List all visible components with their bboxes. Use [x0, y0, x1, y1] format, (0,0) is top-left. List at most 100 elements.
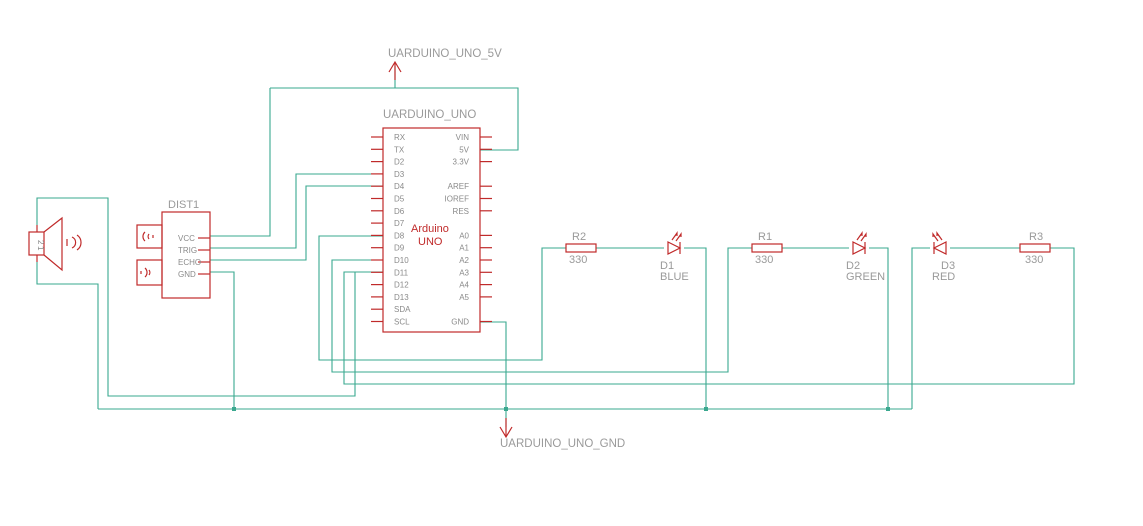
arduino-pin-label: A0: [459, 231, 469, 240]
resistor-value: 330: [569, 254, 587, 266]
sensor-body: [161, 211, 211, 299]
junction-dot: [704, 407, 708, 411]
arduino-pin-label: SCL: [394, 318, 410, 327]
wire-speaker-pin2[interactable]: [36, 262, 99, 409]
led-value: BLUE: [660, 271, 689, 283]
led-light-arrows-icon: [671, 231, 682, 242]
wire-d3-gnd[interactable]: [911, 247, 930, 409]
arduino-pin-label: D2: [394, 158, 405, 167]
arduino-pin-label: RES: [453, 207, 469, 216]
wire-5v-bus[interactable]: [270, 87, 519, 151]
gnd-arrow-icon: [499, 418, 513, 439]
arduino-body-line2: UNO: [418, 236, 443, 248]
led-ref: D1: [660, 260, 674, 272]
wire-vcc[interactable]: [210, 88, 271, 237]
led-diode-icon: [852, 241, 867, 255]
arduino-pin-label: D12: [394, 281, 409, 290]
arduino-pin-label: A4: [459, 281, 469, 290]
arduino-pin-label: D13: [394, 293, 409, 302]
led-ref: D2: [846, 260, 860, 272]
led-light-arrows-icon: [932, 231, 943, 242]
sound-wave-icon: [142, 231, 154, 242]
led-value: GREEN: [846, 271, 885, 283]
gnd-symbol[interactable]: UARDUINO_UNO_GND: [499, 418, 625, 450]
arduino-pin-label: A3: [459, 268, 469, 277]
wire-sensor-gnd[interactable]: [210, 271, 235, 409]
sound-wave-icon: [140, 267, 151, 278]
resistor-body: [1019, 243, 1051, 253]
resistor-body: [565, 243, 597, 253]
arduino-pin-label: VIN: [456, 133, 470, 142]
wire-echo-d4[interactable]: [210, 185, 383, 261]
arduino-pin-label: A5: [459, 293, 469, 302]
sensor-pin-label: GND: [178, 270, 196, 279]
arduino-body: [382, 127, 481, 333]
sensor-pin-label: TRIG: [178, 246, 197, 255]
resistor-value: 330: [1025, 254, 1043, 266]
sensor-pin-label: VCC: [178, 234, 195, 243]
led-diode-icon: [932, 241, 947, 255]
resistor-body: [751, 243, 783, 253]
speaker-cone-icon: [43, 216, 63, 272]
speaker-pin2-label: 2: [36, 240, 45, 245]
arduino-pin-label: D6: [394, 207, 405, 216]
arduino-pin-label: 3.3V: [453, 158, 470, 167]
vcc-label: UARDUINO_UNO_5V: [388, 48, 502, 60]
wires: [36, 66, 1075, 427]
sensor-ref: DIST1: [168, 199, 199, 211]
wire-d8-r2[interactable]: [318, 235, 566, 361]
junction-dot: [886, 407, 890, 411]
led-light-arrows-icon: [856, 231, 867, 242]
gnd-label: UARDUINO_UNO_GND: [500, 438, 625, 450]
sensor-transducer-bottom: [136, 259, 163, 286]
arduino-ref: UARDUINO_UNO: [383, 109, 476, 121]
wire-trig-d3[interactable]: [210, 173, 383, 249]
led-ref: D3: [941, 260, 955, 272]
vcc-symbol[interactable]: UARDUINO_UNO_5V: [388, 48, 502, 80]
speaker[interactable]: 1 2: [28, 216, 82, 272]
arduino-pin-label: IOREF: [445, 195, 470, 204]
wire-d1-gnd[interactable]: [684, 247, 707, 409]
resistor-ref: R3: [1029, 231, 1043, 243]
resistor-r3[interactable]: R3 330: [1019, 231, 1051, 266]
arduino-body-line1: Arduino: [411, 223, 449, 235]
led-d2[interactable]: D2 GREEN: [846, 231, 885, 283]
resistor-ref: R2: [572, 231, 586, 243]
arduino-uno[interactable]: UARDUINO_UNO Arduino UNO RXTXD2D3D4D5D6D…: [371, 109, 492, 333]
wire-d2-gnd[interactable]: [869, 247, 889, 409]
sound-wave-icon: [66, 234, 82, 251]
arduino-pin-label: GND: [451, 318, 469, 327]
arduino-pin-label: A1: [459, 244, 469, 253]
arduino-pin-label: D5: [394, 195, 405, 204]
wire-d10-r1[interactable]: [331, 247, 752, 373]
wire-arduino-gnd[interactable]: [480, 321, 507, 427]
resistor-r2[interactable]: R2 330: [565, 231, 597, 266]
vcc-arrow-icon: [388, 60, 402, 80]
resistor-r1[interactable]: R1 330: [751, 231, 783, 266]
arduino-pin-label: D9: [394, 244, 405, 253]
arduino-pin-label: TX: [394, 145, 405, 154]
speaker-pin1-label: 1: [36, 246, 45, 251]
wire-d11-r3[interactable]: [343, 247, 1075, 385]
junction-dot: [504, 407, 508, 411]
arduino-pin-label: A2: [459, 256, 469, 265]
arduino-pin-label: D8: [394, 231, 405, 240]
sensor-transducer-top: [136, 224, 163, 249]
led-value: RED: [932, 271, 955, 283]
resistor-ref: R1: [758, 231, 772, 243]
junction-dot: [232, 407, 236, 411]
led-d3[interactable]: D3 RED: [932, 231, 955, 283]
arduino-pin-label: D10: [394, 256, 409, 265]
arduino-pin-label: AREF: [448, 182, 469, 191]
led-diode-icon: [667, 241, 682, 255]
led-d1[interactable]: D1 BLUE: [660, 231, 689, 283]
arduino-pin-label: SDA: [394, 305, 411, 314]
arduino-pin-label: D7: [394, 219, 405, 228]
arduino-pin-label: D3: [394, 170, 405, 179]
arduino-pin-label: D4: [394, 182, 405, 191]
